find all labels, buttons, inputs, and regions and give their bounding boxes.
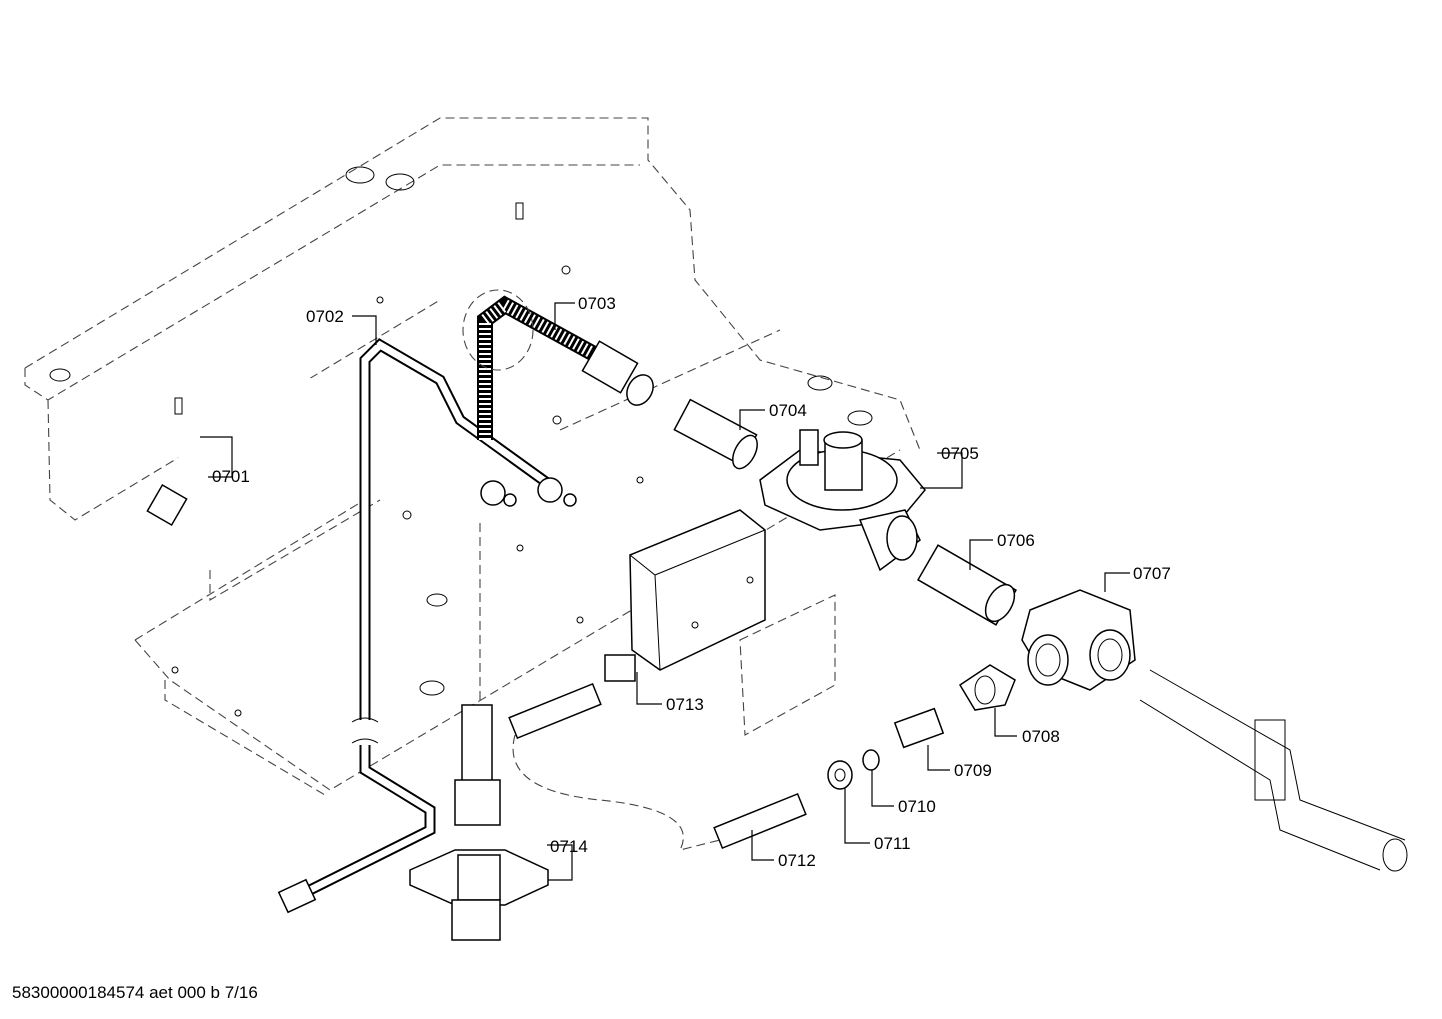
connection-pipe-right <box>1139 669 1408 872</box>
part-0705-regulator <box>759 429 926 572</box>
part-0711-nut <box>827 760 853 790</box>
callout-0701: 0701 <box>212 467 250 486</box>
part-0704-fitting <box>673 398 758 470</box>
callout-0711: 0711 <box>874 834 911 853</box>
part-0709-adapter <box>893 707 945 749</box>
part-0712-threaded-rod <box>508 682 807 851</box>
callout-0707: 0707 <box>1133 564 1171 583</box>
callout-0708: 0708 <box>1022 727 1060 746</box>
part-0706-nipple <box>917 544 1017 626</box>
part-0702-pipe <box>277 338 577 914</box>
callout-labels: 0701 0702 0703 0704 0705 0706 0707 0708 … <box>212 294 1171 870</box>
part-0703-flex-hose <box>462 289 654 440</box>
callout-0703: 0703 <box>578 294 616 313</box>
callout-0705: 0705 <box>941 444 979 463</box>
part-0710-sleeve <box>862 749 880 771</box>
callout-0710: 0710 <box>898 797 936 816</box>
callout-0714: 0714 <box>550 837 588 856</box>
part-0708-bushing <box>958 664 1016 711</box>
callout-0704: 0704 <box>769 401 807 420</box>
callout-0712: 0712 <box>778 851 816 870</box>
part-0707-cross-fitting <box>1021 589 1136 691</box>
callout-0713: 0713 <box>666 695 704 714</box>
chassis-frame <box>24 117 921 796</box>
document-footer-id: 58300000184574 aet 000 b 7/16 <box>12 983 258 1002</box>
callout-0706: 0706 <box>997 531 1035 550</box>
part-0701-pipe <box>146 341 517 527</box>
callout-0702: 0702 <box>306 307 344 326</box>
leader-lines <box>200 302 1130 881</box>
part-0713-valve-box <box>604 509 836 736</box>
part-0714-fitting-bracket <box>409 520 549 941</box>
callout-0709: 0709 <box>954 761 992 780</box>
